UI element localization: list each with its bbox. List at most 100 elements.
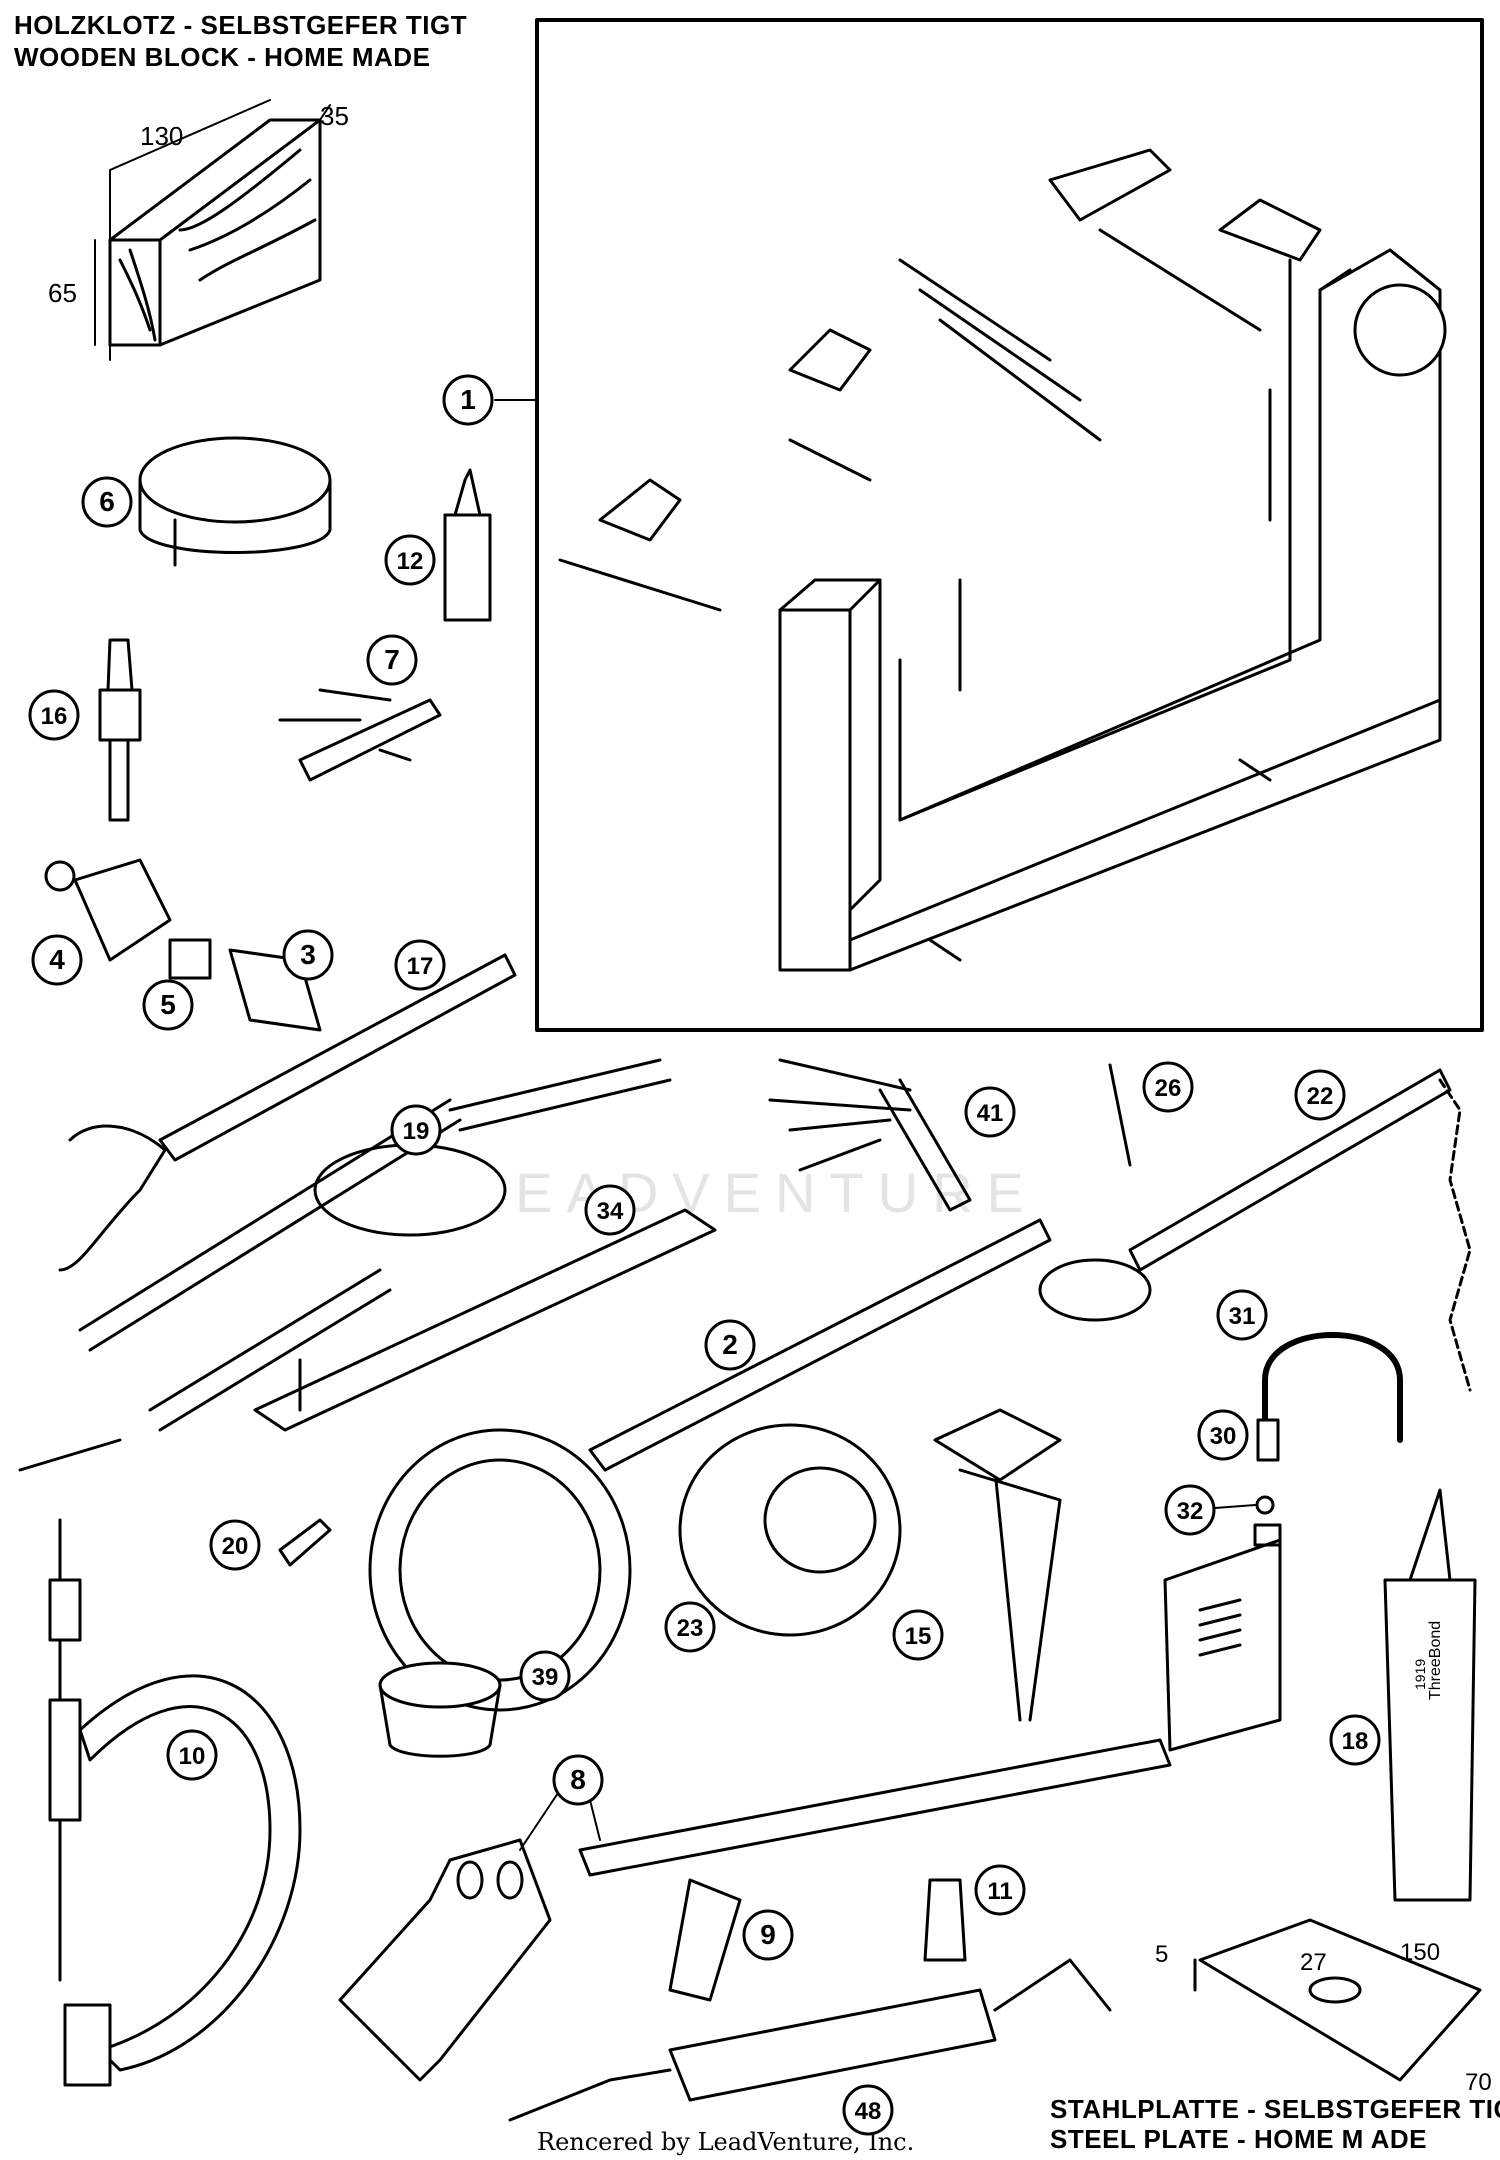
dim-block-width: 35: [320, 101, 349, 131]
leader-8: [519, 1789, 601, 1851]
callout-number: 48: [855, 2098, 882, 2125]
item-10-compressor: [18, 1438, 302, 2087]
callout-7: 7: [366, 634, 418, 686]
callout-circle: [704, 1319, 756, 1371]
item-15-puller: [933, 1408, 1062, 1722]
callout-23: 23: [664, 1601, 716, 1653]
tube-brand-label: ThreeBond: [1427, 1621, 1444, 1700]
callout-number: 15: [905, 1623, 932, 1650]
callout-22: 22: [1294, 1069, 1346, 1121]
callout-number: 17: [407, 953, 434, 980]
dim-plate-width: 70: [1465, 2069, 1492, 2096]
callout-8: 8: [552, 1754, 604, 1806]
callout-circle: [28, 689, 80, 741]
callout-number: 8: [570, 1764, 586, 1795]
callout-circle: [442, 374, 494, 426]
item-9-tool: [668, 1878, 742, 2002]
callout-5: 5: [142, 979, 194, 1031]
callout-9: 9: [742, 1909, 794, 1961]
callout-number: 41: [977, 1100, 1004, 1127]
callout-17: 17: [394, 939, 446, 991]
dim-plate-hole: 27: [1300, 1949, 1327, 1976]
dim-block-length: 130: [140, 121, 183, 151]
callout-number: 31: [1229, 1303, 1256, 1330]
item-48-grease-gun: [508, 1958, 1112, 2122]
item-12-tube: [443, 468, 492, 622]
callout-circle: [974, 1864, 1026, 1916]
item-20-screw: [278, 1518, 332, 1567]
item-6-ring: [138, 436, 332, 567]
callout-18: 18: [1329, 1714, 1381, 1766]
callout-6: 6: [81, 476, 133, 528]
callout-26: 26: [1142, 1061, 1194, 1113]
dim-plate-length: 150: [1400, 1939, 1440, 1966]
callout-4: 4: [31, 934, 83, 986]
callout-circle: [584, 1184, 636, 1236]
item-2-clutch-holder: [368, 1218, 1052, 1712]
callout-number: 2: [722, 1329, 738, 1360]
callout-number: 5: [160, 989, 176, 1020]
engine-stand: [558, 148, 1447, 972]
callout-10: 10: [166, 1729, 218, 1781]
header-steel-de: STAHLPLATTE - SELBSTGEFER TIGT: [1050, 2094, 1500, 2124]
item-17-fork-bar: [58, 953, 517, 1272]
item-19-puller: [78, 1058, 672, 1432]
callout-number: 30: [1210, 1423, 1237, 1450]
tube-code-label: 1919: [1412, 1659, 1428, 1690]
callout-circle: [1142, 1061, 1194, 1113]
callout-circle: [366, 634, 418, 686]
credit-text: Rencered by LeadVenture, Inc.: [537, 2128, 915, 2156]
callout-number: 39: [532, 1664, 559, 1691]
callout-19: 19: [390, 1104, 442, 1156]
callout-number: 9: [760, 1919, 776, 1950]
item-32-washer: [1255, 1495, 1275, 1515]
callout-number: 7: [384, 644, 400, 675]
item-39-socket: [378, 1661, 502, 1758]
item-11-bottle: [923, 1878, 967, 1962]
callout-circle: [552, 1754, 604, 1806]
callout-15: 15: [892, 1609, 944, 1661]
callout-number: 23: [677, 1615, 704, 1642]
callout-layer: 1234567891011121516171819202223263031323…: [28, 374, 1381, 2136]
item-26-pin: [1108, 1063, 1132, 1167]
callout-circle: [964, 1086, 1016, 1138]
callout-39: 39: [519, 1650, 571, 1702]
header-steel-en: STEEL PLATE - HOME M ADE: [1050, 2124, 1427, 2154]
callout-31: 31: [1216, 1289, 1268, 1341]
callout-circle: [664, 1601, 716, 1653]
item-5-sleeve: [168, 938, 212, 980]
callout-number: 4: [49, 944, 65, 975]
callout-circle: [1164, 1484, 1216, 1536]
item-31-hose: [1262, 1332, 1403, 1443]
callout-number: 12: [397, 548, 424, 575]
callout-3: 3: [282, 929, 334, 981]
callout-number: 19: [403, 1118, 430, 1145]
callout-circle: [519, 1650, 571, 1702]
callout-number: 6: [99, 486, 115, 517]
callout-circle: [142, 979, 194, 1031]
callout-number: 11: [987, 1878, 1012, 1905]
callout-circle: [1294, 1069, 1346, 1121]
callout-number: 1: [460, 384, 476, 415]
item-4-adapter: [44, 858, 172, 962]
leader-32: [1214, 1504, 1256, 1509]
item-41-hex-keys: [768, 1058, 972, 1212]
callout-circle: [282, 929, 334, 981]
oil-bottle: [1163, 1523, 1282, 1752]
callout-11: 11: [974, 1864, 1026, 1916]
callout-number: 26: [1155, 1075, 1182, 1102]
wooden-block: [94, 99, 331, 361]
callout-number: 32: [1177, 1498, 1204, 1525]
callout-number: 22: [1307, 1083, 1334, 1110]
callout-32: 32: [1164, 1484, 1216, 1536]
header-wood-de: HOLZKLOTZ - SELBSTGEFER TIGT: [14, 10, 468, 40]
callout-30: 30: [1197, 1409, 1249, 1461]
callout-41: 41: [964, 1086, 1016, 1138]
header-wood-en: WOODEN BLOCK - HOME MADE: [14, 42, 431, 72]
callout-circle: [390, 1104, 442, 1156]
callout-12: 12: [384, 534, 436, 586]
dim-block-height: 65: [48, 278, 77, 308]
callout-circle: [31, 934, 83, 986]
callout-circle: [1197, 1409, 1249, 1461]
callout-number: 3: [300, 939, 316, 970]
